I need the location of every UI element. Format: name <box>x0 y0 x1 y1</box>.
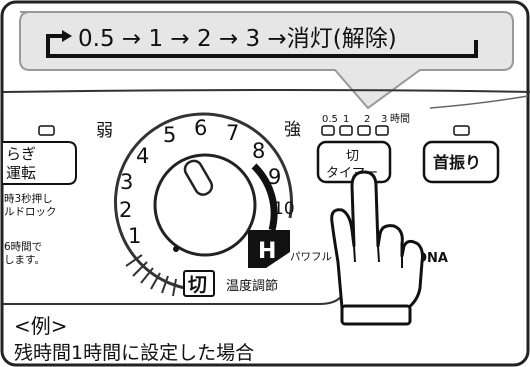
temperature-label: 温度調節 <box>226 278 278 294</box>
rhythm-swing-label-1: らぎ <box>6 145 36 163</box>
knob-body[interactable] <box>153 153 257 257</box>
timer-hours-unit: 時間 <box>390 113 410 125</box>
pressing-hand-icon <box>330 170 424 326</box>
example-description: 残時間1時間に設定した場合 <box>14 342 254 364</box>
rhythm-swing-button[interactable] <box>3 141 77 185</box>
timer-lamp-3 <box>375 125 389 136</box>
timer-sequence-text: 0.5 → 1 → 2 → 3 →消灯(解除) <box>78 26 397 52</box>
callout-bubble <box>19 11 514 110</box>
dial-strong-label: 強 <box>284 120 301 140</box>
dial-low-band <box>125 254 177 297</box>
panel-top-edge <box>2 89 530 93</box>
powerful-label: パワフル <box>290 251 332 263</box>
swing-indicator-lamp <box>453 125 470 136</box>
timer-indicators: 0.5 1 2 3 時間 <box>321 113 410 136</box>
off-label-box <box>183 270 215 297</box>
swing-button-label: 首振り <box>433 153 481 172</box>
high-label: H <box>258 239 276 264</box>
loop-arrow-head <box>62 30 72 42</box>
dial-number-6: 6 <box>194 116 207 140</box>
timer-sequence-callout: 0.5 → 1 → 2 → 3 →消灯(解除) <box>19 11 514 110</box>
brand-fragment: ONA <box>416 251 448 266</box>
temperature-dial-scale <box>113 112 293 297</box>
dial-weak-label: 弱 <box>96 121 113 141</box>
example-label: <例> <box>14 314 68 338</box>
temperature-knob[interactable] <box>153 153 257 257</box>
dial-number-8: 8 <box>252 139 265 163</box>
hand-cuff <box>340 304 412 326</box>
panel-right-edge <box>429 95 529 109</box>
dial-high-arc <box>251 163 278 231</box>
swing-button[interactable] <box>422 140 500 184</box>
loop-arrow <box>46 34 478 58</box>
off-label: 切 <box>188 274 207 296</box>
dial-number-4: 4 <box>136 144 149 168</box>
off-position-dot <box>173 246 179 252</box>
child-lock-note-2: ルドロック <box>4 206 57 218</box>
timer-label-2: 2 <box>364 114 370 125</box>
timer-label-0.5: 0.5 <box>322 114 338 125</box>
dial-number-9: 9 <box>268 165 281 189</box>
dial-number-5: 5 <box>163 123 176 147</box>
auto-off-note-2: します。 <box>4 254 45 266</box>
child-lock-note-1: 時3秒押し <box>4 192 53 205</box>
dial-number-10: 10 <box>273 199 295 219</box>
timer-lamp-0.5 <box>321 125 335 136</box>
dial-number-7: 7 <box>226 121 239 145</box>
timer-label-3: 3 <box>381 114 387 125</box>
auto-off-note-1: 6時間で <box>4 241 42 253</box>
timer-lamp-2 <box>357 125 371 136</box>
powerful-badge <box>248 230 290 268</box>
dial-number-3: 3 <box>120 170 133 194</box>
dial-number-1: 1 <box>128 224 141 248</box>
off-timer-label-1: 切 <box>346 149 359 164</box>
hand-outline <box>330 170 424 310</box>
rhythm-swing-label-2: 運転 <box>6 164 36 182</box>
timer-lamp-1 <box>339 125 353 136</box>
timer-label-1: 1 <box>343 114 349 125</box>
left-indicator-lamp <box>38 125 55 136</box>
powerful-mode-marker: H パワフル <box>248 230 332 268</box>
knob-pointer <box>183 159 214 196</box>
dial-number-2: 2 <box>119 198 132 222</box>
